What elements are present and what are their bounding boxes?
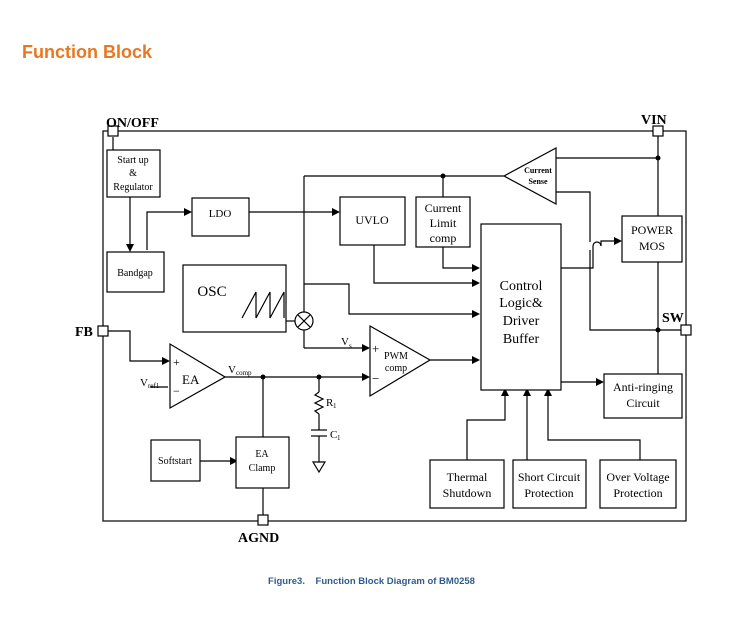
svg-text:ref1: ref1: [148, 382, 160, 390]
startup-regulator-block: Start up & Regulator: [106, 149, 161, 198]
svg-text:OSC: OSC: [197, 284, 226, 300]
svg-text:VIN: VIN: [641, 113, 667, 128]
svg-text:1: 1: [337, 434, 341, 442]
svg-text:Protection: Protection: [524, 486, 573, 500]
svg-text:LDO: LDO: [209, 208, 232, 220]
anti-ringing-block: Anti-ringing Circuit: [603, 373, 683, 419]
svg-text:Thermal: Thermal: [447, 470, 488, 484]
figure-title: Function Block Diagram of BM0258: [315, 576, 475, 587]
bandgap-block: Bandgap: [106, 251, 165, 293]
pin-sw: SW: [662, 311, 692, 336]
ea-clamp-block: EA Clamp: [235, 436, 290, 489]
svg-text:Protection: Protection: [613, 486, 662, 500]
current-limit-comp-block: Current Limit comp: [415, 196, 471, 248]
svg-text:V: V: [140, 377, 148, 389]
svg-text:MOS: MOS: [639, 239, 665, 253]
svg-text:ON/OFF: ON/OFF: [106, 116, 159, 131]
svg-text:V: V: [341, 336, 349, 348]
svg-text:Shutdown: Shutdown: [443, 486, 492, 500]
pin-agnd: AGND: [238, 514, 279, 546]
uvlo-block: UVLO: [339, 196, 406, 246]
svg-text:FB: FB: [75, 325, 93, 340]
svg-text:−: −: [372, 371, 379, 386]
osc-block: OSC: [182, 264, 287, 333]
c1-capacitor-label: C 1: [330, 429, 341, 442]
svg-text:1: 1: [333, 402, 337, 410]
svg-text:Over Voltage: Over Voltage: [606, 470, 669, 484]
svg-text:Control: Control: [500, 279, 543, 294]
svg-text:comp: comp: [236, 369, 252, 377]
svg-text:Clamp: Clamp: [249, 463, 276, 474]
sawtooth-waveform-icon: [241, 291, 285, 319]
ldo-block: LDO: [191, 197, 250, 237]
svg-text:Sense: Sense: [528, 177, 548, 186]
svg-text:AGND: AGND: [238, 531, 279, 546]
svg-text:R: R: [326, 397, 334, 409]
power-mos-block: POWER MOS: [621, 215, 683, 263]
arrowheads: [126, 208, 622, 465]
svg-text:Bandgap: Bandgap: [117, 268, 153, 279]
svg-text:+: +: [173, 355, 180, 369]
svg-text:comp: comp: [385, 363, 407, 374]
short-circuit-protection-block: Short Circuit Protection: [512, 459, 587, 509]
svg-text:Current: Current: [524, 166, 552, 175]
svg-text:Buffer: Buffer: [503, 332, 540, 347]
svg-text:PWM: PWM: [384, 351, 408, 362]
svg-text:SW: SW: [662, 311, 684, 326]
svg-text:UVLO: UVLO: [355, 213, 389, 227]
softstart-block: Softstart: [150, 439, 201, 482]
svg-text:POWER: POWER: [631, 223, 673, 237]
figure-number: Figure3.: [268, 576, 305, 587]
svg-text:&: &: [129, 168, 137, 179]
pwm-comparator: + − PWM comp V s: [341, 324, 432, 398]
svg-text:Start up: Start up: [117, 155, 148, 166]
thermal-shutdown-block: Thermal Shutdown: [429, 459, 505, 509]
section-heading: Function Block: [22, 42, 152, 62]
ea-amplifier: + − EA V ref1 V comp: [140, 342, 252, 410]
r1-resistor-label: R 1: [326, 397, 337, 410]
svg-text:Current: Current: [425, 201, 462, 215]
current-sense-amp: Current Sense: [502, 146, 557, 206]
svg-text:EA: EA: [255, 449, 269, 460]
over-voltage-protection-block: Over Voltage Protection: [599, 459, 677, 509]
svg-text:s: s: [349, 342, 352, 350]
pin-vin: VIN: [641, 113, 667, 137]
multiplier-node-icon: [294, 311, 314, 331]
svg-text:C: C: [330, 429, 337, 441]
control-logic-block: Control Logic& Driver Buffer: [480, 223, 562, 391]
figure-caption: Figure3. Function Block Diagram of BM025…: [0, 576, 743, 587]
junction-dots: [260, 155, 661, 380]
pin-on-off: ON/OFF: [106, 116, 159, 137]
svg-text:comp: comp: [430, 231, 457, 245]
svg-text:Short Circuit: Short Circuit: [518, 470, 581, 484]
svg-text:Anti-ringing: Anti-ringing: [613, 380, 673, 394]
pin-fb: FB: [75, 325, 109, 340]
svg-text:+: +: [372, 341, 379, 356]
svg-text:Circuit: Circuit: [626, 396, 660, 410]
svg-text:−: −: [173, 384, 180, 398]
svg-text:V: V: [228, 364, 236, 376]
svg-text:Softstart: Softstart: [158, 456, 192, 467]
svg-text:Logic&: Logic&: [499, 296, 543, 311]
svg-text:Limit: Limit: [430, 216, 457, 230]
svg-text:Driver: Driver: [503, 314, 540, 329]
svg-text:EA: EA: [182, 372, 200, 387]
svg-text:Regulator: Regulator: [113, 182, 153, 193]
